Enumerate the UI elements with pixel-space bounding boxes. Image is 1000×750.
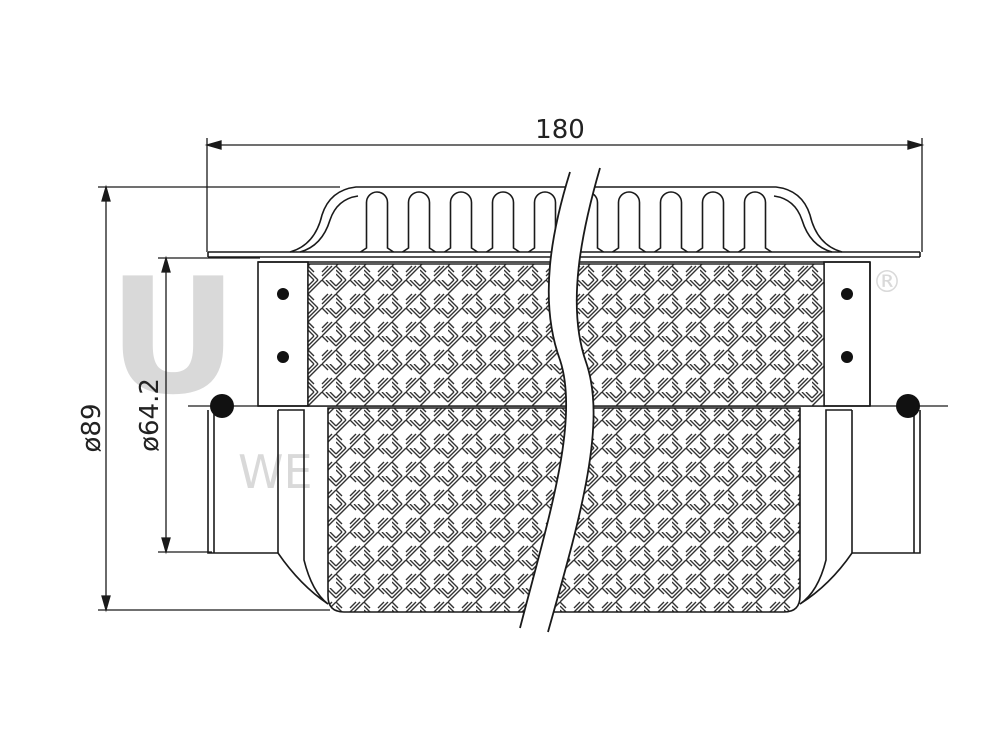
length-dimension-label: 180 xyxy=(535,115,585,145)
rivet-dot xyxy=(277,288,289,300)
bellows-convolution xyxy=(528,191,562,253)
bellows-convolution xyxy=(402,191,436,253)
bellows-convolution xyxy=(612,191,646,253)
bellows-corrugations xyxy=(360,191,772,253)
lower-external-view xyxy=(207,409,921,605)
centerline-marker-right xyxy=(896,394,920,418)
outer-diameter-dimension xyxy=(98,184,340,613)
bellows-convolution xyxy=(654,191,688,253)
watermark-subtext: WE xyxy=(238,445,313,499)
centerline-markers xyxy=(210,394,920,418)
bellows-convolution xyxy=(738,191,772,253)
rivet-dot xyxy=(277,351,289,363)
inner-diameter-label: ø64.2 xyxy=(135,378,165,452)
watermark: U WE ® xyxy=(108,243,902,499)
rivets xyxy=(277,288,853,363)
break-lines xyxy=(519,167,601,633)
centerline-marker-left xyxy=(210,394,234,418)
break-line-left xyxy=(519,171,571,629)
bellows-convolution xyxy=(360,191,394,253)
bellows-convolution xyxy=(486,191,520,253)
length-dimension xyxy=(204,138,925,252)
rivet-dot xyxy=(841,351,853,363)
rivet-dot xyxy=(841,288,853,300)
bellows-convolution xyxy=(696,191,730,253)
inner-diameter-dimension xyxy=(158,255,260,555)
watermark-registered-mark: ® xyxy=(872,265,902,300)
bellows-convolution xyxy=(444,191,478,253)
outer-diameter-label: ø89 xyxy=(77,404,107,453)
break-line-right xyxy=(547,167,601,633)
